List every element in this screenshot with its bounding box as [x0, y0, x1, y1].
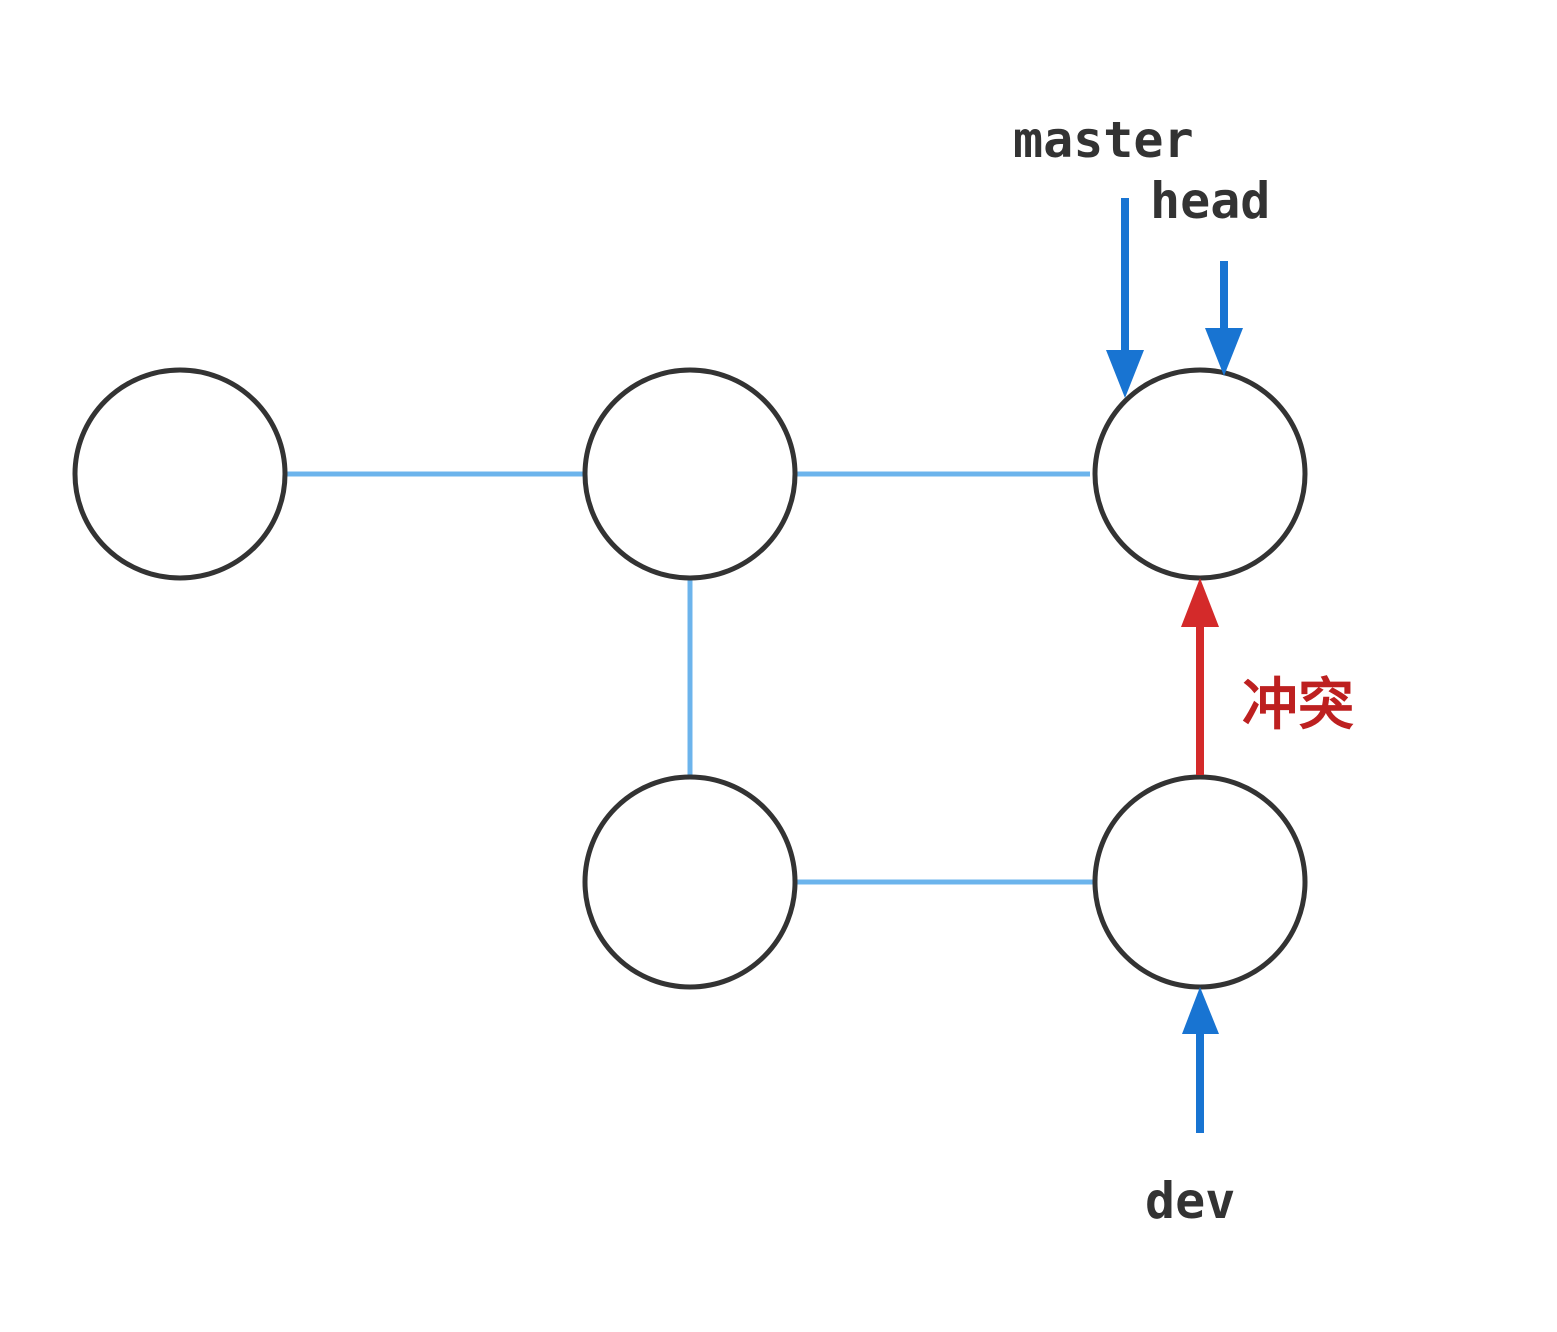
commit-nodes	[72, 367, 1308, 990]
master-label: master	[1013, 111, 1194, 169]
commit-node-2	[582, 367, 798, 581]
commit-node-3-master	[1092, 367, 1308, 581]
commit-node-4	[582, 774, 798, 990]
head-label: head	[1150, 172, 1270, 230]
conflict-arrow	[1181, 578, 1219, 775]
commit-node-5-dev	[1092, 774, 1308, 990]
head-pointer-arrow	[1205, 261, 1243, 376]
dev-label: dev	[1145, 1172, 1235, 1230]
master-pointer-arrow	[1106, 198, 1144, 398]
conflict-label: 冲突	[1242, 673, 1354, 738]
commit-edges	[286, 471, 1095, 885]
commit-node-1	[72, 367, 288, 581]
dev-pointer-arrow	[1182, 987, 1219, 1133]
